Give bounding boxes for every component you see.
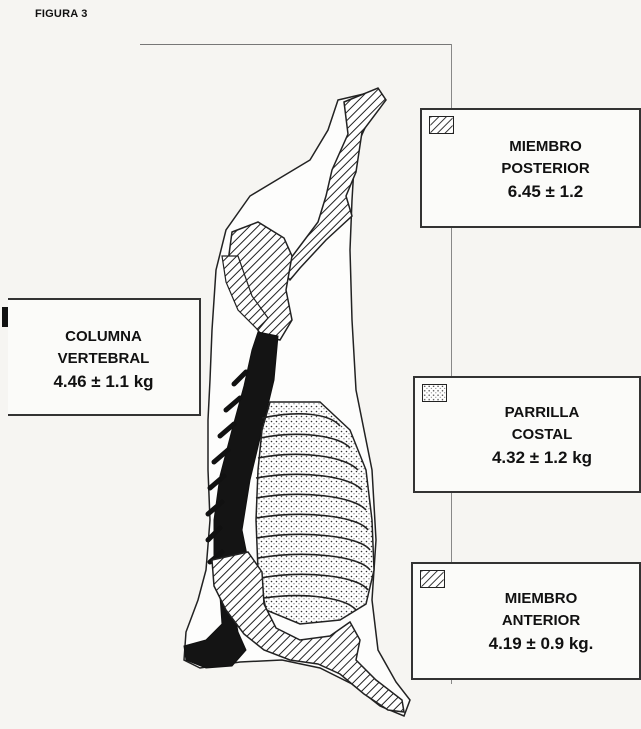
legend-line2: ANTERIOR: [443, 610, 639, 632]
legend-line1: MIEMBRO: [452, 136, 639, 158]
stipple-swatch-icon: [422, 384, 447, 402]
legend-line1: MIEMBRO: [443, 588, 639, 610]
legend-text: MIEMBRO ANTERIOR 4.19 ± 0.9 kg.: [413, 588, 639, 656]
legend-box-miembro-anterior: MIEMBRO ANTERIOR 4.19 ± 0.9 kg.: [411, 562, 641, 680]
legend-box-miembro-posterior: MIEMBRO POSTERIOR 6.45 ± 1.2: [420, 108, 641, 228]
legend-line2: VERTEBRAL: [8, 348, 199, 370]
legend-text: COLUMNA VERTEBRAL 4.46 ± 1.1 kg: [8, 326, 199, 394]
legend-line1: COLUMNA: [8, 326, 199, 348]
legend-value: 4.19 ± 0.9 kg.: [443, 632, 639, 656]
legend-box-columna-vertebral: COLUMNA VERTEBRAL 4.46 ± 1.1 kg: [8, 298, 201, 416]
legend-text: PARRILLA COSTAL 4.32 ± 1.2 kg: [415, 402, 639, 470]
legend-line2: COSTAL: [445, 424, 639, 446]
legend-text: MIEMBRO POSTERIOR 6.45 ± 1.2: [422, 136, 639, 204]
hatch-swatch-icon: [429, 116, 454, 134]
legend-value: 4.32 ± 1.2 kg: [445, 446, 639, 470]
hatch-swatch-icon: [420, 570, 445, 588]
legend-value: 4.46 ± 1.1 kg: [8, 370, 199, 394]
legend-box-parrilla-costal: PARRILLA COSTAL 4.32 ± 1.2 kg: [413, 376, 641, 493]
legend-line1: PARRILLA: [445, 402, 639, 424]
legend-line2: POSTERIOR: [452, 158, 639, 180]
legend-value: 6.45 ± 1.2: [452, 180, 639, 204]
